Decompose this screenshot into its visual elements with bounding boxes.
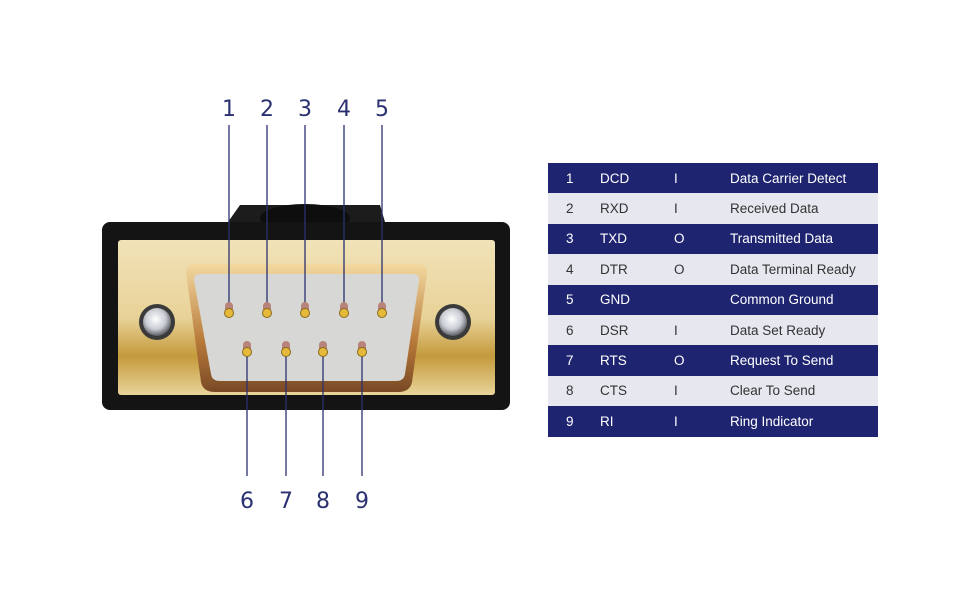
description: Clear To Send [730, 383, 816, 399]
screw-right-icon [435, 304, 471, 340]
pin-label: 4 [337, 97, 351, 122]
top-pin-tip [339, 308, 349, 318]
pin-number: 4 [566, 261, 574, 277]
pin-number: 6 [566, 322, 574, 338]
screw-left-icon [139, 304, 175, 340]
signal-name: RI [600, 413, 614, 429]
pin-label: 7 [279, 489, 293, 514]
pin-label: 8 [316, 489, 330, 514]
table-row: 9 RI I Ring Indicator [548, 406, 878, 437]
pin-number: 2 [566, 201, 574, 217]
table-row: 7 RTS O Request To Send [548, 345, 878, 376]
description: Data Set Ready [730, 322, 826, 338]
pin-label: 9 [355, 489, 369, 514]
direction: O [674, 261, 685, 277]
direction: I [674, 383, 678, 399]
direction: O [674, 231, 685, 247]
pin-number: 5 [566, 292, 574, 308]
bottom-pin-tip [318, 347, 328, 357]
direction: I [674, 322, 678, 338]
signal-name: DTR [600, 261, 628, 277]
signal-name: RTS [600, 353, 627, 369]
pin-label: 3 [298, 97, 312, 122]
table-row: 2 RXD I Received Data [548, 193, 878, 224]
top-pin-tip [377, 308, 387, 318]
table-row: 6 DSR I Data Set Ready [548, 314, 878, 346]
signal-name: TXD [600, 231, 627, 247]
table-row: 4 DTR O Data Terminal Ready [548, 254, 878, 285]
pin-label: 1 [222, 97, 236, 122]
direction: I [674, 201, 678, 217]
table-row: 8 CTS I Clear To Send [548, 375, 878, 407]
pin-number: 8 [566, 383, 574, 399]
pin-label: 5 [375, 97, 389, 122]
bottom-pin-tip [281, 347, 291, 357]
signal-name: RXD [600, 201, 629, 217]
description: Transmitted Data [730, 231, 834, 247]
description: Received Data [730, 201, 819, 217]
direction [674, 285, 730, 315]
table-row: 3 TXD O Transmitted Data [548, 223, 878, 255]
direction: O [674, 353, 685, 369]
table-row: 1 DCD I Data Carrier Detect [548, 163, 878, 194]
description: Data Carrier Detect [730, 170, 847, 186]
description: Common Ground [730, 292, 834, 308]
pin-label: 6 [240, 489, 254, 514]
top-pin-tip [262, 308, 272, 318]
bottom-pin-tip [242, 347, 252, 357]
pin-number: 3 [566, 231, 574, 247]
description: Ring Indicator [730, 413, 814, 429]
direction: I [674, 170, 678, 186]
description: Request To Send [730, 353, 834, 369]
direction: I [674, 413, 678, 429]
table-row: 5 GND Common Ground [548, 284, 878, 315]
top-pin-tip [300, 308, 310, 318]
description: Data Terminal Ready [730, 261, 856, 277]
signal-name: DSR [600, 322, 629, 338]
bottom-pin-tip [357, 347, 367, 357]
pin-number: 1 [566, 170, 574, 186]
pin-label: 2 [260, 97, 274, 122]
signal-name: DCD [600, 170, 630, 186]
pin-number: 7 [566, 353, 574, 369]
signal-name: CTS [600, 383, 627, 399]
signal-name: GND [600, 292, 630, 308]
top-pin-tip [224, 308, 234, 318]
pin-number: 9 [566, 413, 574, 429]
pinout-table: 1 DCD I Data Carrier Detect 2 RXD I Received Da… [548, 163, 878, 437]
